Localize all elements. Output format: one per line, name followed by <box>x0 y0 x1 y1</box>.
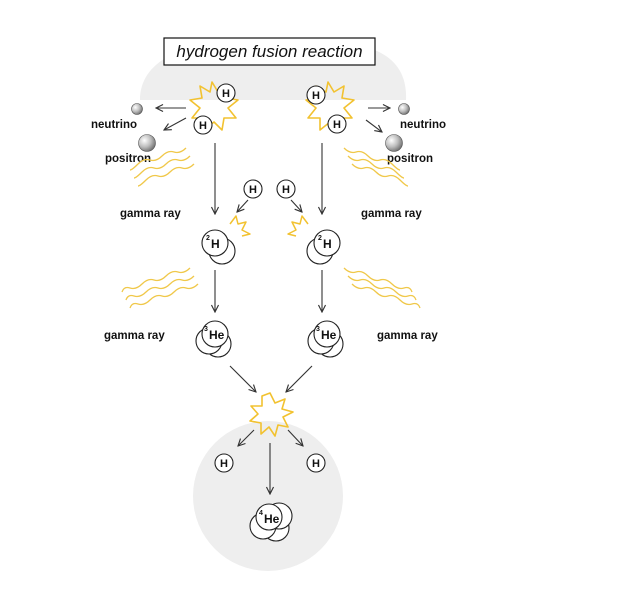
helium4-particle: 4 He <box>249 502 293 542</box>
svg-text:H: H <box>312 90 320 102</box>
merge-arrow-left-h <box>238 429 255 446</box>
h-particle: H <box>327 114 347 134</box>
right-neutrino-ball <box>398 103 410 115</box>
right-proton-arrow <box>290 199 302 212</box>
h-particle: H <box>276 179 296 199</box>
title-box: hydrogen fusion reaction <box>163 37 376 66</box>
svg-text:H: H <box>323 237 332 251</box>
left-positron-ball <box>138 134 156 152</box>
svg-text:3: 3 <box>204 326 208 333</box>
helium3-particle: 3 He <box>307 320 344 358</box>
left-arrow-to-merge <box>229 365 256 392</box>
page-title: hydrogen fusion reaction <box>176 42 362 61</box>
svg-text:H: H <box>199 120 207 132</box>
deuterium-particle: 2 H <box>201 229 236 265</box>
svg-text:He: He <box>209 328 225 342</box>
h-particle: H <box>306 85 326 105</box>
svg-text:He: He <box>321 328 337 342</box>
merge-arrow-right-h <box>287 429 303 446</box>
left-positron-label: positron <box>105 153 151 165</box>
left-deuterium-flash <box>229 215 251 237</box>
svg-text:H: H <box>312 458 320 470</box>
h-particle: H <box>193 115 213 135</box>
svg-text:H: H <box>222 88 230 100</box>
svg-text:2: 2 <box>318 235 322 242</box>
svg-text:H: H <box>220 458 228 470</box>
svg-text:H: H <box>249 184 257 196</box>
svg-text:H: H <box>333 119 341 131</box>
right-positron-label: positron <box>387 153 433 165</box>
left-gamma-label-1: gamma ray <box>120 208 181 220</box>
right-neutrino-label: neutrino <box>400 119 446 131</box>
right-positron-arrow <box>365 119 382 132</box>
left-gamma-wave-2 <box>121 267 199 309</box>
deuterium-particle: 2 H <box>306 229 341 265</box>
svg-text:H: H <box>211 237 220 251</box>
svg-text:H: H <box>282 184 290 196</box>
svg-text:4: 4 <box>259 510 263 517</box>
svg-text:3: 3 <box>316 326 320 333</box>
background-shapes <box>140 43 407 571</box>
h-particle: H <box>243 179 263 199</box>
h-particle: H <box>216 83 236 103</box>
right-positron-ball <box>385 134 403 152</box>
right-gamma-label-1: gamma ray <box>361 208 422 220</box>
h-particle: H <box>214 453 234 473</box>
left-proton-arrow <box>237 199 249 212</box>
right-arrow-to-merge <box>286 365 313 392</box>
helium3-particle: 3 He <box>195 320 232 358</box>
left-positron-arrow <box>164 117 187 130</box>
right-gamma-wave-1 <box>343 147 409 187</box>
merge-reaction-flash <box>249 392 294 437</box>
svg-text:He: He <box>264 512 280 526</box>
svg-text:2: 2 <box>206 235 210 242</box>
right-gamma-wave-2 <box>343 267 421 309</box>
left-neutrino-ball <box>131 103 143 115</box>
left-neutrino-label: neutrino <box>91 119 137 131</box>
left-gamma-wave-1 <box>129 147 195 187</box>
left-gamma-label-2: gamma ray <box>104 330 165 342</box>
right-gamma-label-2: gamma ray <box>377 330 438 342</box>
bottom-background-circle <box>193 421 343 571</box>
h-particle: H <box>306 453 326 473</box>
right-deuterium-flash <box>287 215 309 237</box>
